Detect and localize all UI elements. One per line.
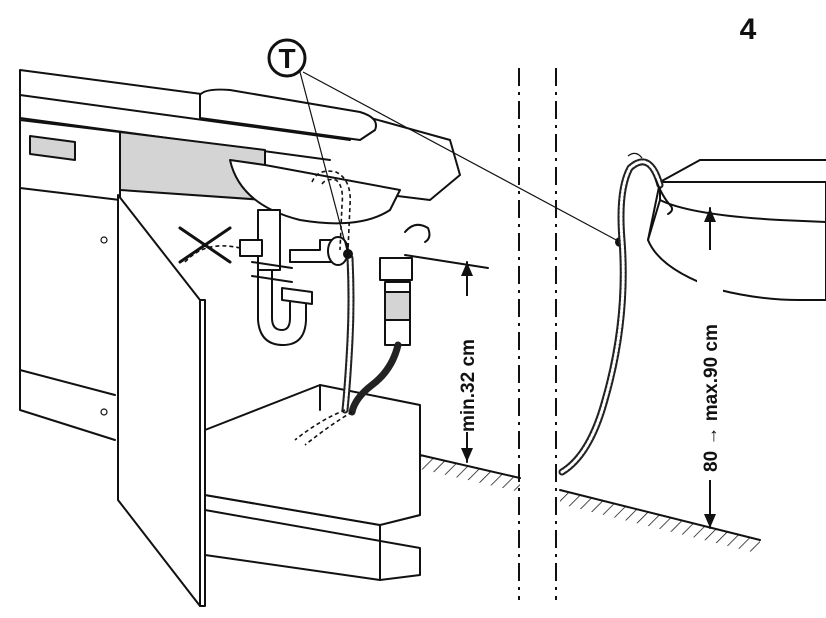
floor-right [559, 489, 761, 554]
drain-hose-tub [558, 152, 674, 476]
kitchen-cabinet [19, 69, 461, 607]
min-height-label: min.32 cm [458, 339, 479, 432]
range-height-dimension: 80 → max.90 cm [697, 207, 723, 529]
break-lines [518, 68, 557, 600]
drain-hose-cabinet [294, 254, 402, 446]
min-height-dimension: min.32 cm [404, 254, 489, 463]
range-height-label: 80 → max.90 cm [701, 324, 722, 472]
bathtub [647, 159, 826, 301]
marker-t: T [267, 38, 621, 255]
marker-letter: T [278, 43, 295, 74]
wrong-connection-cross-icon [178, 226, 241, 264]
sink-siphon [239, 170, 352, 346]
figure-number: 4 [739, 13, 757, 46]
floor-left [419, 454, 521, 492]
water-valve [379, 223, 431, 346]
